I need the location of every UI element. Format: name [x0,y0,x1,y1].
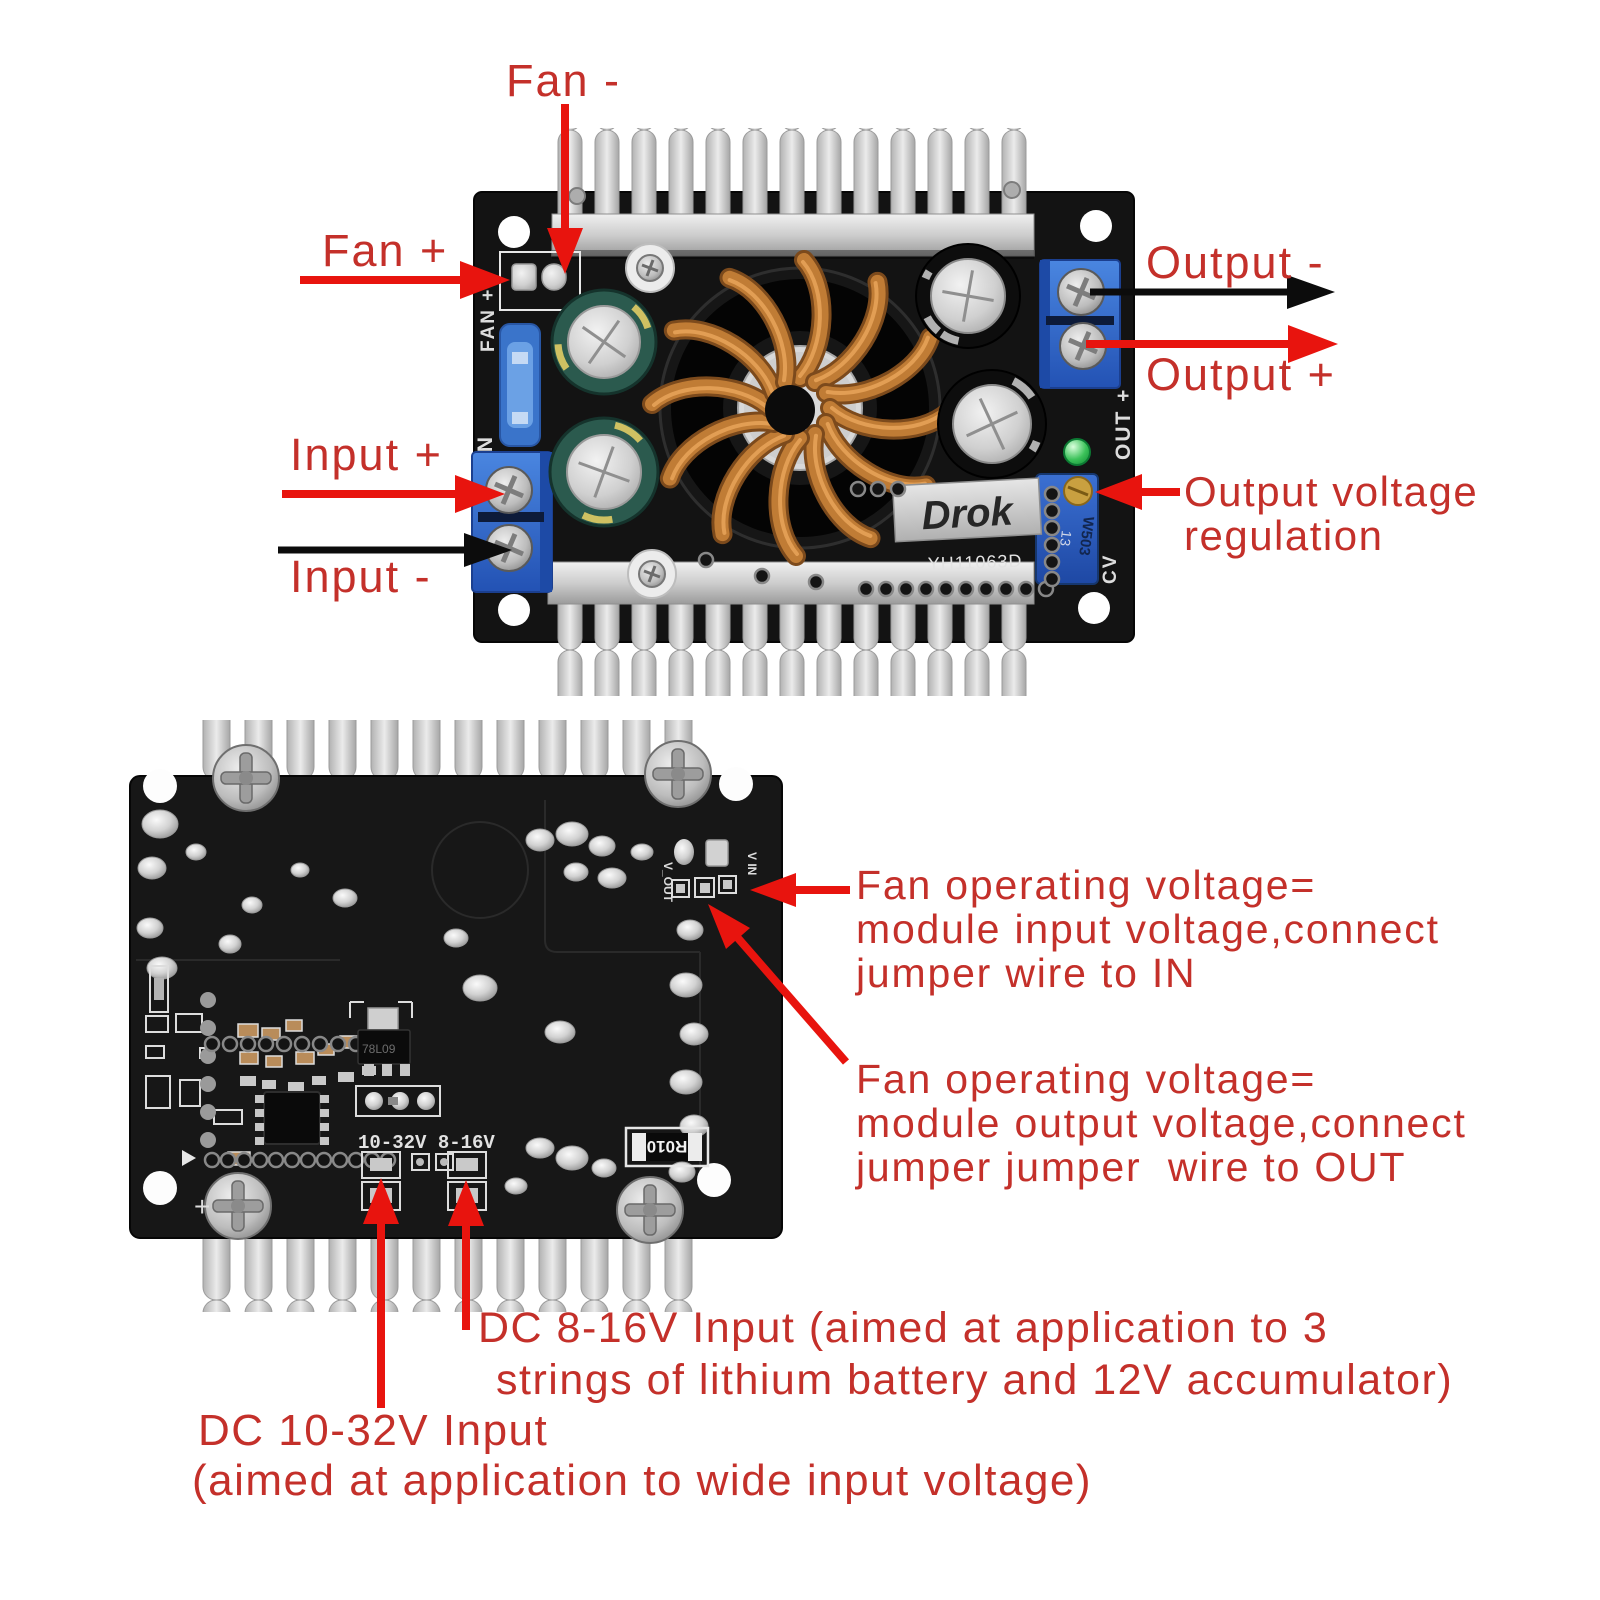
input-capacitor [548,416,660,528]
output-plus-label: Output + [1146,349,1336,400]
pot-marking: W503 [1075,516,1097,557]
mounting-holes-bottom-board [143,767,753,1205]
shunt-marking: R010 [647,1137,688,1156]
fan-minus-label: Fan - [506,55,622,106]
output-capacitor [915,243,1021,349]
smd-components: 78L09 [145,965,441,1169]
phillips-screw [212,744,280,812]
heatsink-rivet [1003,181,1021,199]
mounting-holes-top-board [498,210,1112,626]
input-plus-arrow [282,475,505,513]
silkscreen-fan-header: FAN + [478,288,499,352]
input-minus-label: Input - [290,551,432,602]
pot-marking-2: 13 [1057,530,1075,548]
fan-vin-label-line1: Fan operating voltage= [856,862,1317,908]
output-minus-label: Output - [1146,237,1325,288]
three-pad-component [355,1085,441,1117]
brand-label: Drok [891,477,1043,543]
78l09-regulator: 78L09 [349,1001,413,1076]
model-number: YH11063D [927,551,1022,574]
dc-8-16v-label-line2: strings of lithium battery and 12V accum… [496,1356,1454,1404]
heatsink-fins-behind-bottom [196,1236,706,1312]
heatsink-top [551,128,1035,259]
fan-voltage-jumper [671,839,737,898]
silkscreen-cv: CV [1100,554,1121,584]
dc-8-16v-label-line1: DC 8-16V Input (aimed at application to … [478,1304,1329,1352]
blade-fuse [499,323,541,447]
input-terminal-block [471,451,553,593]
output-minus-arrow [1090,275,1335,309]
silkscreen-v-out: V_OUT [661,862,675,903]
fan-vin-jumper-arrow [750,873,850,907]
output-terminal-block [1039,259,1121,389]
fan-plus-arrow [300,261,510,299]
silkscreen-v-in: V IN [745,852,759,875]
output-capacitor [937,369,1047,479]
dc-8-16v-arrow [448,1180,484,1330]
fan-vout-jumper-arrow [708,904,850,1065]
fan-vout-label-line1: Fan operating voltage= [856,1056,1317,1102]
fan-vin-label-line2: module input voltage,connect [856,906,1440,952]
phillips-screw [616,1176,684,1244]
phillips-screw [204,1172,272,1240]
annotation-arrows [278,104,1338,1408]
phillips-screw [644,740,712,808]
top-board-photo: FAN + + IN [471,128,1135,696]
input-minus-arrow [278,533,512,567]
brand-text: Drok [921,489,1016,538]
fan-vout-label-line2: module output voltage,connect [856,1100,1467,1146]
dc-10-32v-label-line1: DC 10-32V Input [198,1406,549,1455]
dc-10-32v-arrow [363,1178,399,1408]
fan-minus-arrow [547,104,583,274]
fan-vout-label-line3: jumper jumper wire to OUT [856,1144,1407,1190]
heatsink-bottom [547,561,1035,696]
soic8-ic [255,1091,329,1145]
regulator-marking: 78L09 [362,1042,396,1056]
silkscreen-output-header: OUT + [1112,388,1135,460]
heatsink-screw-standoff [626,548,678,600]
fan-solder-pads [499,251,581,311]
silkscreen-plus-mark: + [194,1191,210,1222]
fan-vin-label-line3: jumper wire to IN [856,950,1197,996]
output-voltage-regulation-arrow [1095,474,1180,510]
input-capacitor [550,288,658,396]
dc-10-32v-label-line2: (aimed at application to wide input volt… [192,1456,1093,1505]
input-plus-label: Input + [290,429,443,480]
silkscreen-jumper-voltages: 10-32V 8-16V [358,1132,495,1154]
heatsink-fins-behind-top [196,720,706,782]
output-plus-arrow [1086,325,1338,363]
r010-shunt-resistor: R010 [624,1126,710,1168]
power-led [1063,438,1091,466]
fan-plus-label: Fan + [322,225,449,276]
bottom-board-photo: 78L09 10-32V 8-16V + R010 [129,720,783,1312]
output-voltage-regulation-label-line2: regulation [1184,512,1384,559]
heatsink-screw-standoff [624,242,676,294]
output-voltage-regulation-label-line1: Output voltage [1184,468,1479,515]
heatsink-rivet [568,187,586,205]
